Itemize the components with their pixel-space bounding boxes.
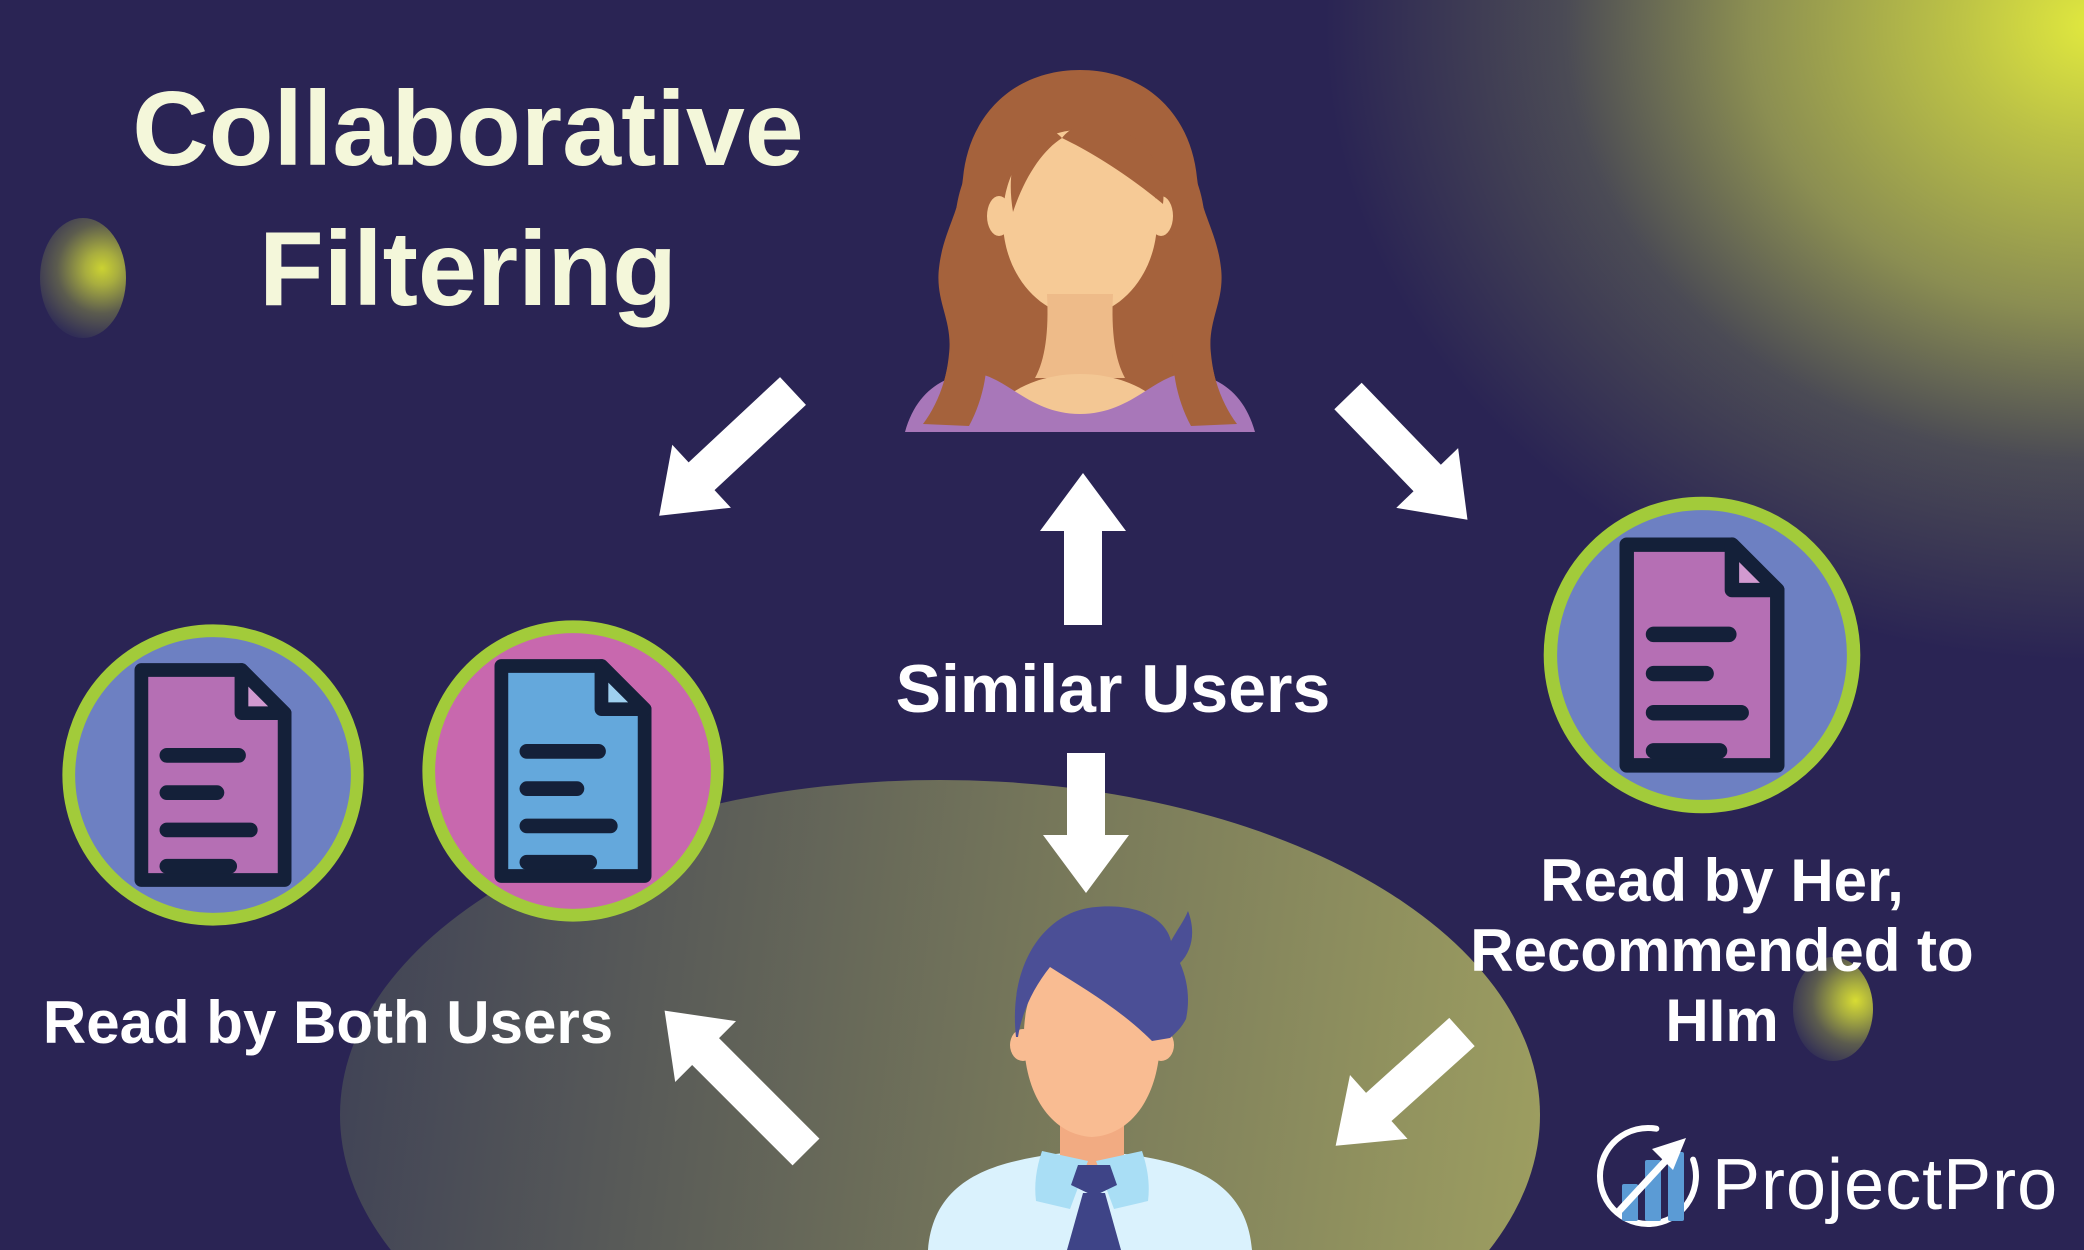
- woman-avatar-icon: [905, 70, 1255, 432]
- arrow-from-man-left-icon: [664, 1010, 820, 1166]
- document-circle-blue-icon: [62, 624, 364, 926]
- arrow-to-right-circle-icon: [1334, 382, 1468, 520]
- title-line-1: Collaborative: [132, 70, 804, 188]
- arrow-from-man-right-icon: [1335, 1017, 1475, 1146]
- logo-text: ProjectPro: [1712, 1145, 2059, 1225]
- right-label-line-1: Read by Her,: [1540, 847, 1904, 914]
- similar-users-label: Similar Users: [895, 651, 1331, 727]
- right-label-line-2: Recommended to: [1470, 917, 1974, 984]
- document-circle-recommended-icon: [1543, 496, 1861, 814]
- man-avatar-icon: [928, 906, 1252, 1250]
- arrow-to-left-circles-icon: [659, 377, 806, 516]
- read-by-both-users-label: Read by Both Users: [42, 989, 614, 1056]
- gradient-sphere-icon: [1793, 957, 1873, 1061]
- gradient-sphere-icon: [40, 218, 126, 338]
- arrow-up-to-woman-icon: [1040, 473, 1126, 625]
- document-circle-pink-icon: [422, 620, 724, 922]
- title-line-2: Filtering: [258, 209, 678, 328]
- projectpro-logo: ProjectPro: [1590, 1118, 2080, 1244]
- logo-mark-icon: [1597, 1125, 1699, 1227]
- page-title: Collaborative Filtering: [68, 60, 868, 340]
- read-by-her-recommended-label: Read by Her, Recommended to HIm: [1422, 846, 2022, 1056]
- arrow-down-to-man-icon: [1043, 753, 1129, 893]
- right-label-line-3: HIm: [1665, 987, 1779, 1054]
